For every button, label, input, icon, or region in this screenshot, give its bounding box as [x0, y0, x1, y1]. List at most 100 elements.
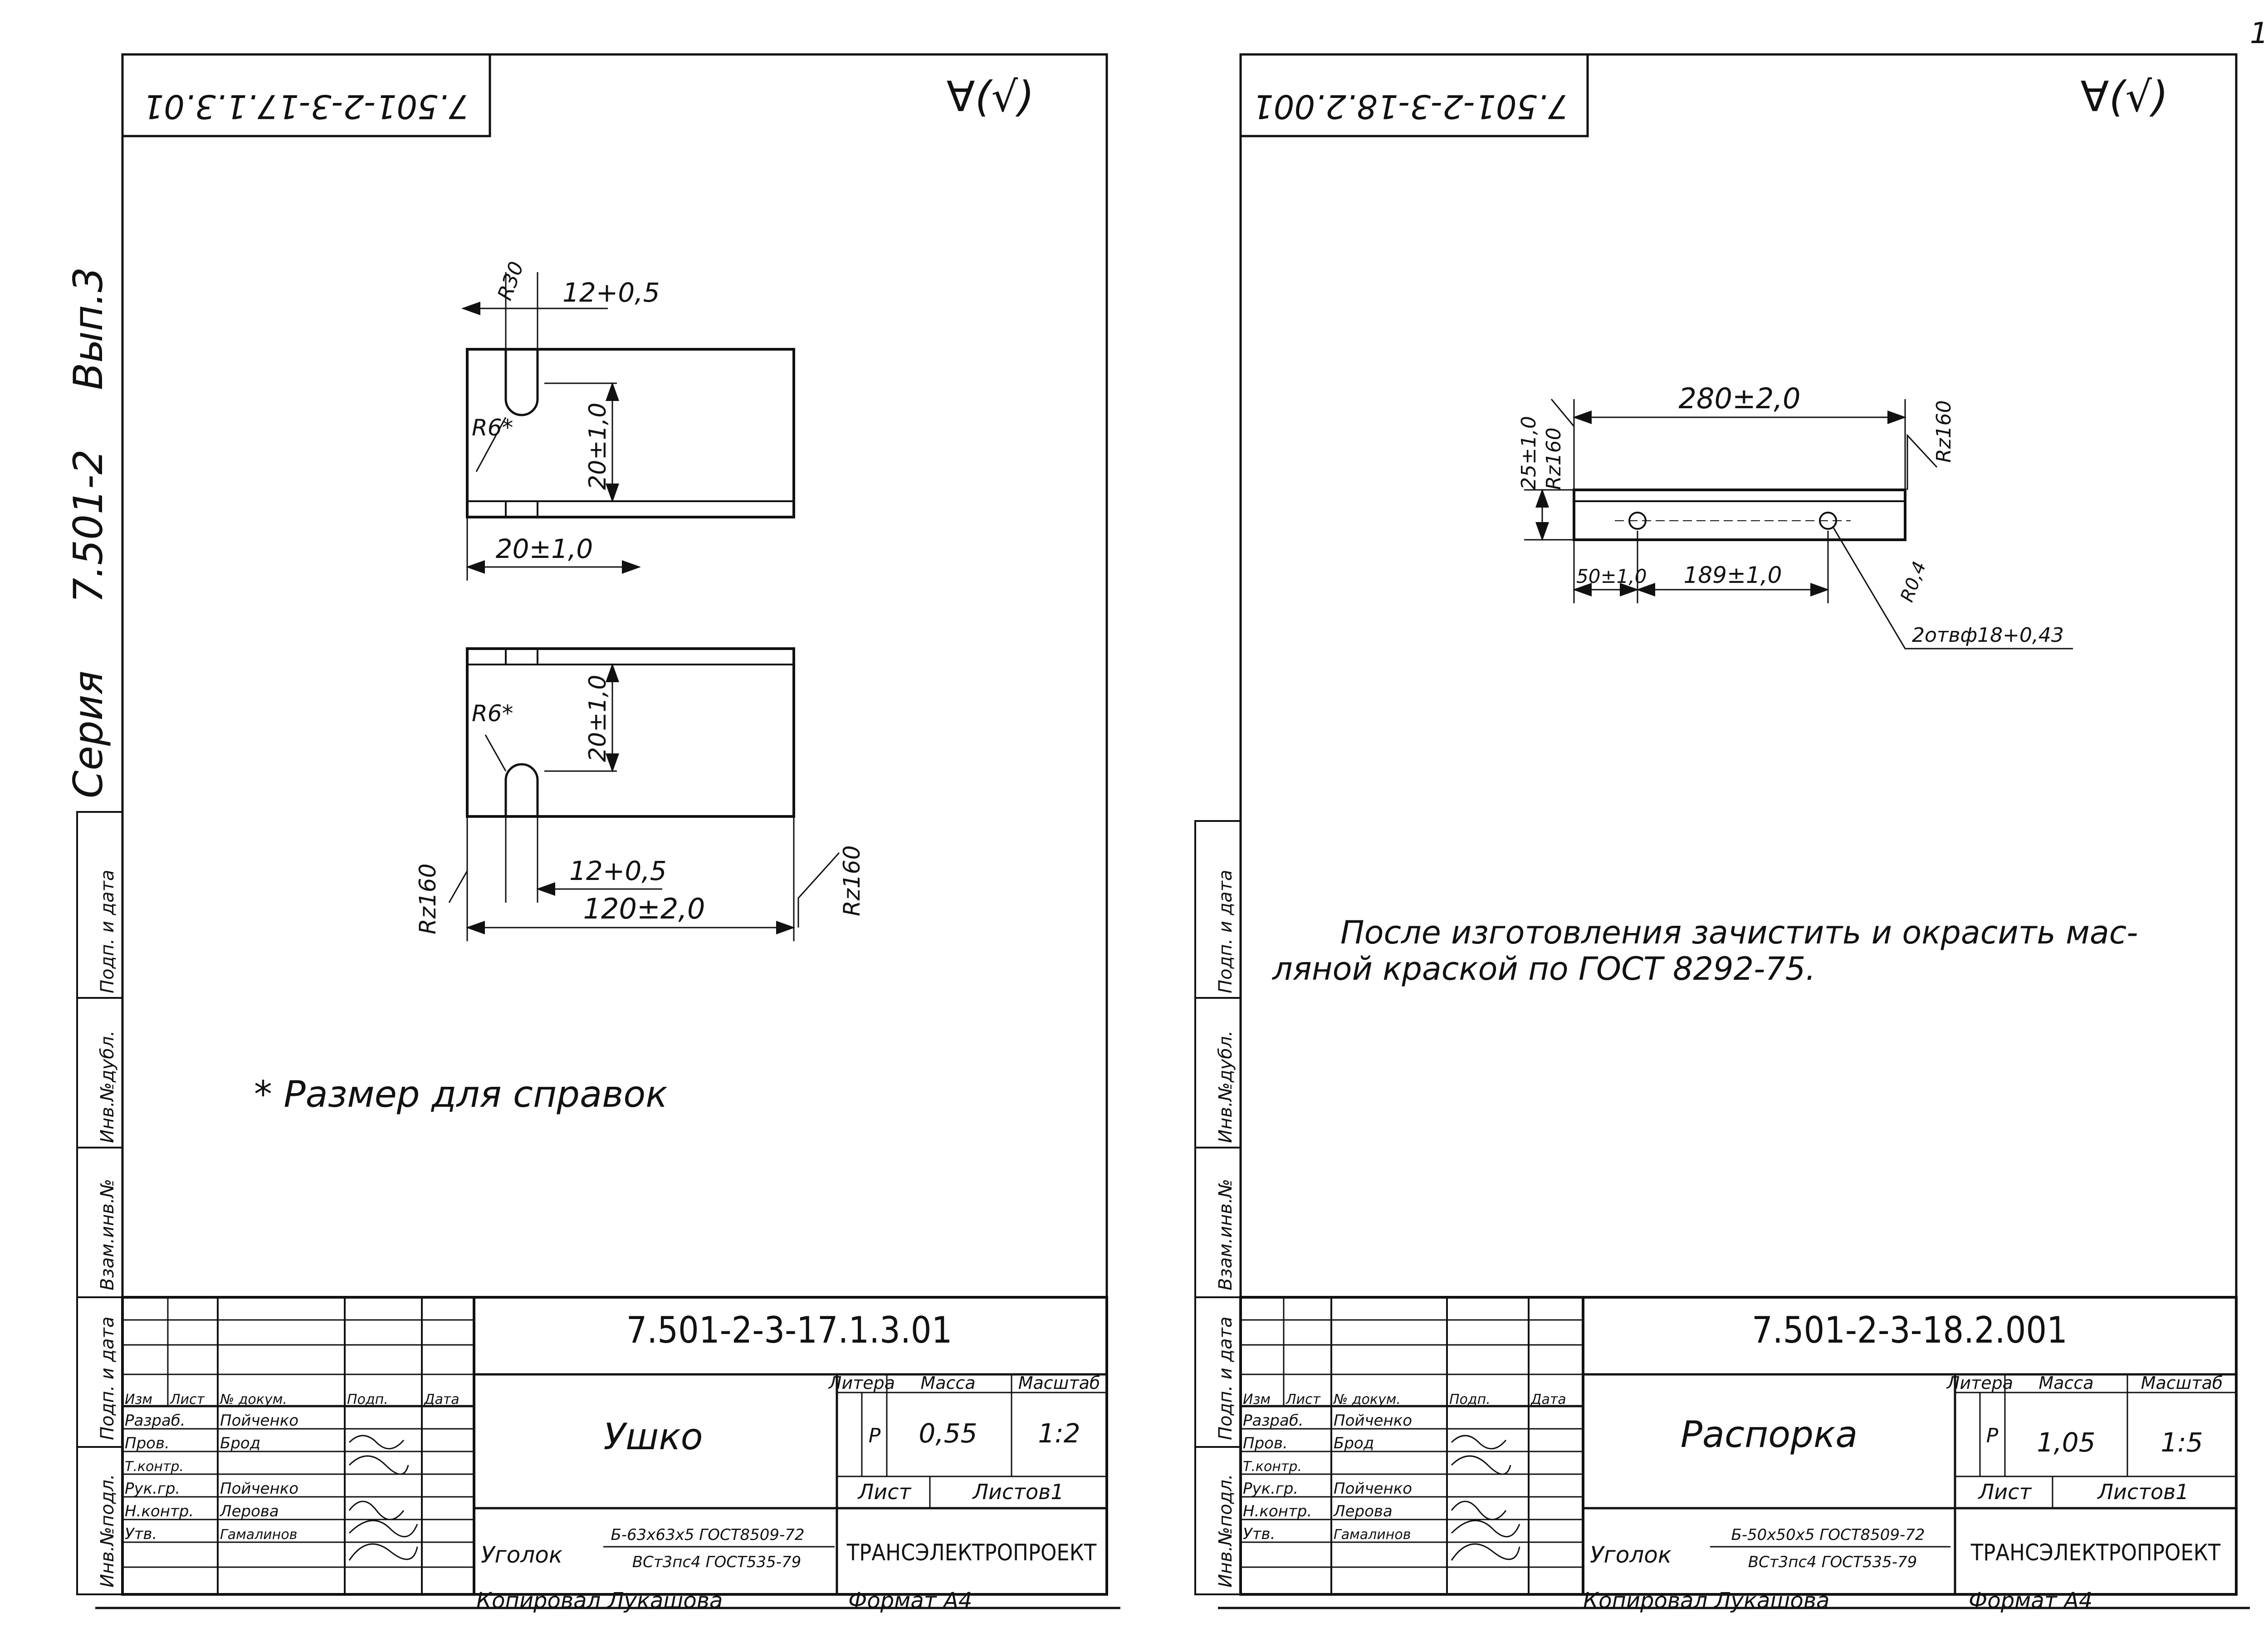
- issue-label: Вып.3: [65, 267, 112, 390]
- ushko-slot-top: [504, 349, 539, 416]
- sheet2-frame: [1239, 53, 2238, 1596]
- sheet2-hdr-doc: № докум.: [1333, 1392, 1401, 1407]
- sheet2-text: 7.501-2-3-18.2.001 ∀(√) 280±2,0 25±1,0 R…: [1215, 73, 2223, 1613]
- sheet2-field-2: Взам.инв.№: [1215, 1179, 1236, 1290]
- dim-slot-width-top: 12+0,5: [562, 277, 660, 308]
- sheet2-mass-header: Масса: [2038, 1373, 2093, 1393]
- sheet1-litera-header: Литера: [828, 1373, 895, 1393]
- ushko-top-view: [466, 348, 795, 518]
- sheet2-roughness-mark: ∀(√): [2081, 73, 2168, 121]
- sheet2-hdr-sign: Подп.: [1449, 1392, 1491, 1407]
- sheet2-field-1: Подп. и дата: [1215, 1317, 1236, 1440]
- dim-holes: 2отвф18+0,43: [1912, 624, 2064, 647]
- sheet1-litera: Р: [869, 1424, 881, 1447]
- dim-radius-bottom: R6*: [472, 700, 513, 727]
- sheet2-hdr-list: Лист: [1286, 1392, 1321, 1407]
- sheet2-field-0: Инв.№подл.: [1215, 1474, 1236, 1588]
- sheet2-sheets-label: Листов1: [2097, 1480, 2189, 1504]
- signature-marks: [348, 1435, 1520, 1561]
- sheet1-material-label: Уголок: [481, 1542, 562, 1568]
- sheet2-note-line-2: ляной краской по ГОСТ 8292-75.: [1271, 950, 1816, 987]
- sheet1-field-2: Взам.инв.№: [97, 1179, 118, 1290]
- sheet1-role-4: Н.контр.: [125, 1502, 194, 1520]
- sheet1-top-code: 7.501-2-3-17.1.3.01: [143, 88, 469, 126]
- ushko-bottom-view: [466, 647, 795, 818]
- sheet1-org: ТРАНСЭЛЕКТРОПРОЕКТ: [846, 1539, 1097, 1566]
- dim-hole-radius: R0,4: [1897, 559, 1930, 605]
- sheet1-name-0: Пойченко: [220, 1412, 298, 1430]
- rough-right-2: Rz160: [1932, 400, 1955, 463]
- sheet1-name-4: Лерова: [219, 1502, 279, 1520]
- sheet1-sheet-label: Лист: [857, 1480, 912, 1504]
- sheet1-field-4: Подп. и дата: [97, 870, 118, 993]
- sheet-2: [1194, 53, 2250, 1609]
- sheet1-scale: 1:2: [1038, 1418, 1080, 1449]
- sheet2-stamp-code: 7.501-2-3-18.2.001: [1752, 1309, 2068, 1351]
- sheet1-field-3: Инв.№дубл.: [97, 1031, 118, 1143]
- sheet2-material-bottom: ВСт3пс4 ГОСТ535-79: [1748, 1553, 1917, 1571]
- ushko-slot-bottom: [504, 763, 539, 816]
- sheet2-org: ТРАНСЭЛЕКТРОПРОЕКТ: [1970, 1539, 2221, 1566]
- sheet2-part-name: Распорка: [1681, 1413, 1858, 1456]
- sheet2-name-5: Гамалинов: [1334, 1527, 1411, 1543]
- sheet2-name-1: Брод: [1334, 1434, 1374, 1452]
- sheet2-litera-header: Литера: [1946, 1373, 2013, 1393]
- rough-left: Rz160: [415, 864, 441, 934]
- sheet1-material-bottom: ВСт3пс4 ГОСТ535-79: [632, 1553, 802, 1571]
- sheet2-material-label: Уголок: [1590, 1542, 1672, 1568]
- dim-hole-offset: 50±1,0: [1576, 565, 1647, 587]
- sheet1-sheets-label: Листов1: [972, 1480, 1064, 1504]
- sheet2-name-3: Пойченко: [1334, 1480, 1412, 1498]
- sheet2-sheet-label: Лист: [1978, 1480, 2032, 1504]
- sheet1-stamp-code: 7.501-2-3-17.1.3.01: [626, 1309, 953, 1351]
- sheet1-top-code-box: [121, 53, 491, 137]
- dim-top-offset: R30: [493, 259, 528, 303]
- sheet2-scale: 1:5: [2160, 1427, 2203, 1458]
- left-margin: Вып.3 7.501-2 Серия: [65, 267, 112, 798]
- raspórka-bar: [1573, 489, 1906, 541]
- sheet2-note-line-1: После изготовления зачистить и окрасить …: [1340, 914, 2138, 951]
- sheet1-hdr-izm: Изм: [125, 1392, 152, 1407]
- sheet2-hdr-date: Дата: [1530, 1392, 1566, 1407]
- sheet1-role-3: Рук.гр.: [125, 1480, 180, 1498]
- dim-length: 120±2,0: [583, 892, 705, 925]
- sheet1-title-block: [121, 1296, 1108, 1596]
- sheet1-format: Формат А4: [848, 1588, 972, 1613]
- dim-slot-depth-bottom: 20±1,0: [584, 675, 611, 762]
- sheet1-scale-header: Масштаб: [1018, 1373, 1100, 1393]
- sheet1-field-1: Подп. и дата: [97, 1317, 118, 1440]
- sheet1-mass-header: Масса: [920, 1373, 975, 1393]
- sheet2-field-3: Инв.№дубл.: [1215, 1031, 1236, 1143]
- sheet2-top-code-box: [1239, 53, 1589, 137]
- sheet1-name-3: Пойченко: [220, 1480, 298, 1498]
- sheet1-role-2: Т.контр.: [125, 1459, 184, 1475]
- dim-radius-top: R6*: [472, 415, 513, 441]
- sheet2-title-block: [1239, 1296, 2238, 1596]
- sheet1-roughness-mark: ∀(√): [947, 73, 1034, 121]
- sheet2-margin-strip: [1194, 820, 1242, 1595]
- sheet2-copied: Копировал Лукашова: [1583, 1588, 1829, 1613]
- dim-bar-height: 25±1,0: [1517, 416, 1540, 490]
- sheet1-hdr-list: Лист: [170, 1392, 205, 1407]
- sheet2-field-4: Подп. и дата: [1215, 870, 1236, 993]
- sheet2-role-0: Разраб.: [1243, 1412, 1304, 1430]
- sheet2-name-4: Лерова: [1333, 1502, 1393, 1520]
- sheet2-role-5: Утв.: [1243, 1525, 1275, 1543]
- series-word: Серия: [65, 670, 112, 798]
- rough-right: Rz160: [839, 845, 865, 916]
- sheet2-material-top: Б-50х50х5 ГОСТ8509-72: [1731, 1526, 1925, 1544]
- sheet-1: [76, 53, 1120, 1609]
- sheet1-copied: Копировал Лукашова: [476, 1588, 723, 1613]
- sheet1-hdr-date: Дата: [423, 1392, 459, 1407]
- rough-left-2: Rz160: [1542, 427, 1565, 490]
- sheet1-text: 7.501-2-3-17.1.3.01 ∀(√) R30 12+0,5 R6* …: [97, 73, 1100, 1613]
- sheet2-litera: Р: [1986, 1424, 1999, 1447]
- sheet1-name-1: Брод: [220, 1434, 260, 1452]
- sheet1-hdr-sign: Подп.: [347, 1392, 388, 1407]
- sheet2-role-4: Н.контр.: [1243, 1502, 1312, 1520]
- sheet1-material-top: Б-63х63х5 ГОСТ8509-72: [611, 1526, 804, 1544]
- sheet1-hdr-doc: № докум.: [219, 1392, 287, 1407]
- page-mark: 12: [2250, 17, 2268, 50]
- sheet1-margin-strip: [76, 811, 123, 1595]
